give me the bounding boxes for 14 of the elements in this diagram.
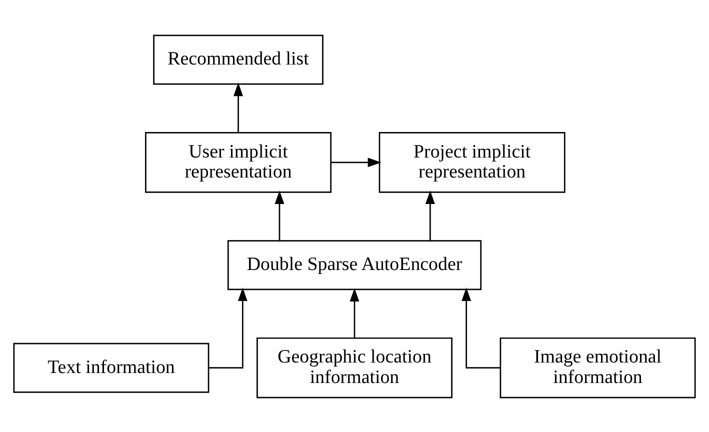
node-box: Text information bbox=[13, 342, 210, 392]
node-box: Image emotional information bbox=[500, 336, 696, 398]
node-box: Geographic location information bbox=[256, 336, 452, 398]
arrow bbox=[331, 157, 382, 167]
node-box: Recommended list bbox=[153, 34, 324, 84]
arrow bbox=[350, 287, 360, 338]
arrow bbox=[234, 82, 244, 132]
arrow bbox=[208, 286, 248, 368]
node-box: Double Sparse AutoEncoder bbox=[227, 240, 482, 290]
arrow bbox=[462, 286, 500, 368]
node-box: Project implicit representation bbox=[378, 132, 566, 192]
arrow bbox=[274, 190, 284, 240]
arrow bbox=[425, 190, 435, 240]
node-box: User implicit representation bbox=[145, 132, 332, 192]
